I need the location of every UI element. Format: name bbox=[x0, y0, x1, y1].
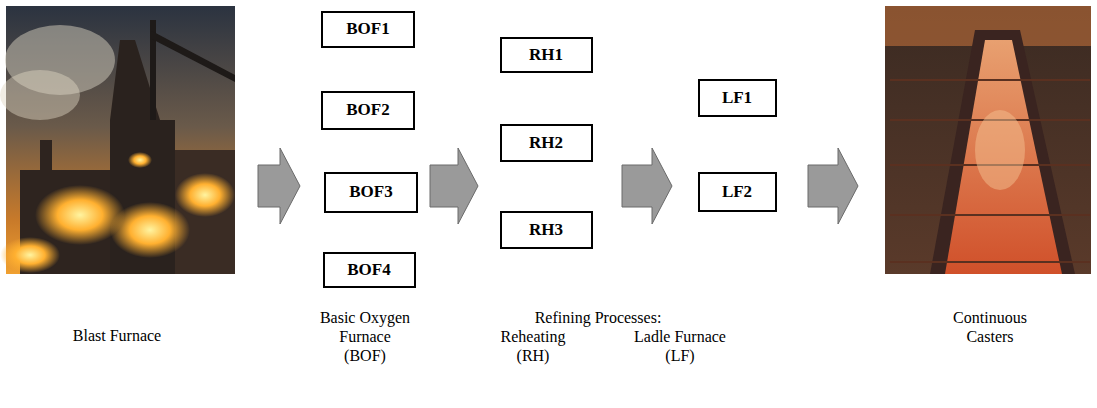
box-label: BOF2 bbox=[346, 100, 389, 120]
process-box: BOF1 bbox=[321, 11, 415, 48]
box-label: BOF1 bbox=[346, 19, 389, 39]
box-label: LF2 bbox=[722, 182, 752, 202]
continuous-caster-photo bbox=[885, 6, 1091, 274]
stage-caption: Reheating (RH) bbox=[497, 327, 569, 365]
box-label: BOF3 bbox=[349, 182, 392, 202]
process-box: RH2 bbox=[500, 124, 593, 162]
stage-caption: Ladle Furnace (LF) bbox=[630, 327, 730, 365]
process-box: RH1 bbox=[500, 37, 593, 73]
process-box: BOF3 bbox=[324, 172, 418, 213]
box-label: RH3 bbox=[529, 220, 563, 240]
process-box: LF2 bbox=[698, 172, 777, 212]
box-label: RH1 bbox=[529, 45, 563, 65]
process-box: RH3 bbox=[500, 211, 593, 249]
process-box: BOF4 bbox=[323, 252, 416, 288]
box-label: RH2 bbox=[529, 133, 563, 153]
box-label: LF1 bbox=[722, 88, 752, 108]
stage-caption: Blast Furnace bbox=[37, 326, 197, 345]
stage-caption: Basic Oxygen Furnace (BOF) bbox=[317, 308, 413, 365]
stage-caption: Continuous Casters bbox=[950, 308, 1030, 346]
process-box: LF1 bbox=[698, 79, 777, 117]
process-box: BOF2 bbox=[321, 91, 415, 130]
stage-caption: Refining Processes: bbox=[518, 308, 678, 327]
blast-furnace-photo bbox=[0, 6, 235, 274]
box-label: BOF4 bbox=[347, 260, 390, 280]
